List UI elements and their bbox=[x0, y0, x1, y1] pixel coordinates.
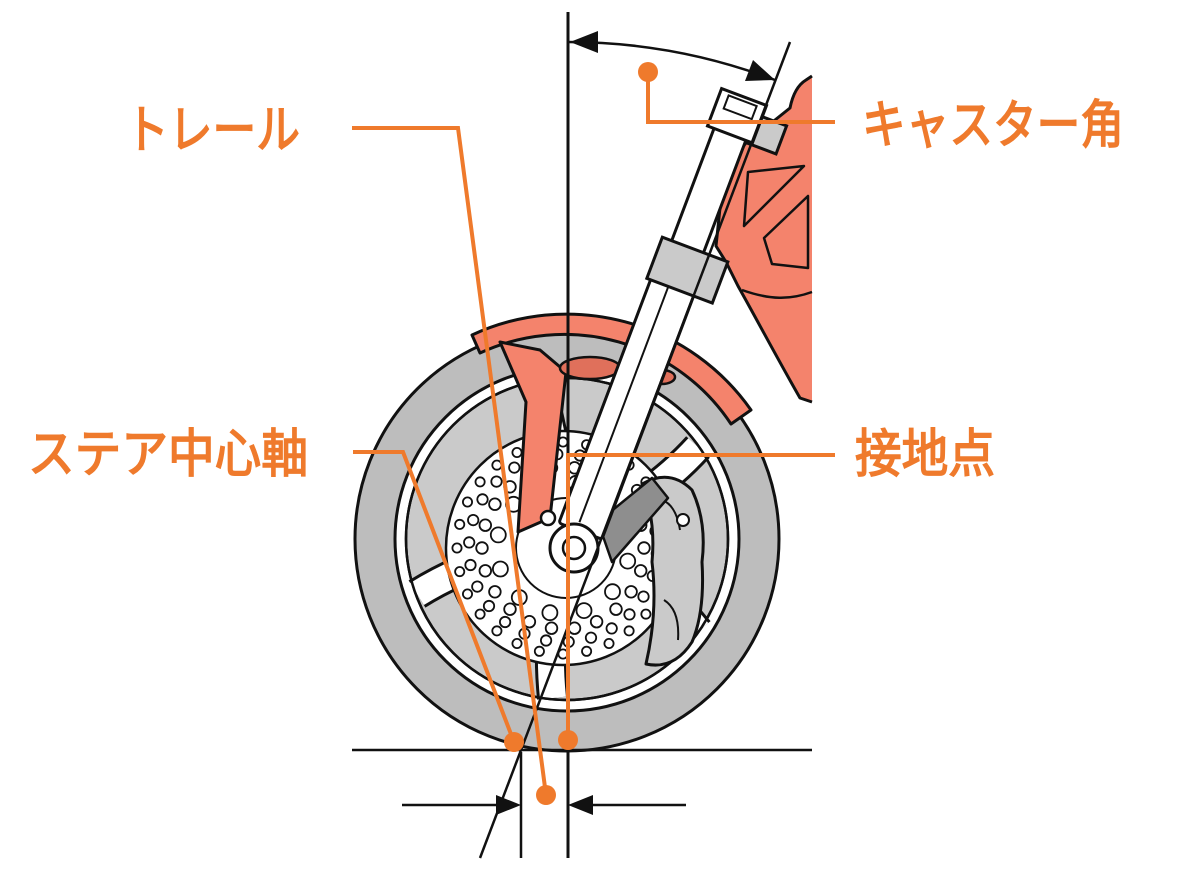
caster-arrow-right bbox=[745, 60, 775, 81]
disc-hole bbox=[604, 583, 621, 601]
fender-arc bbox=[470, 312, 753, 426]
disc-hole bbox=[478, 518, 493, 532]
disc-hole bbox=[508, 461, 521, 474]
caster-angle-label: キャスター角 bbox=[862, 96, 1124, 156]
disc-hole bbox=[623, 625, 635, 637]
disc-hole bbox=[584, 631, 598, 644]
body-outline bbox=[714, 74, 813, 404]
disc-hole bbox=[474, 476, 486, 488]
disc-hole bbox=[464, 558, 477, 572]
dimension-arrow-left bbox=[496, 795, 521, 815]
disc-hole bbox=[498, 615, 512, 629]
fork-clamp-lower bbox=[644, 235, 730, 305]
steering-axis-line bbox=[478, 41, 792, 859]
disc-hole bbox=[489, 526, 507, 544]
disc-hole bbox=[461, 588, 473, 600]
steering-axis-label: ステア中心軸 bbox=[28, 425, 308, 485]
disc-hole bbox=[624, 585, 638, 599]
wheel-hub bbox=[539, 509, 600, 574]
disc-hole bbox=[474, 608, 486, 620]
disc-hole bbox=[575, 602, 593, 619]
disc-hole bbox=[488, 497, 502, 511]
brake-caliper bbox=[596, 475, 705, 667]
disc-hole bbox=[623, 608, 636, 621]
disc-hole bbox=[503, 602, 517, 616]
steering-axis-dot bbox=[504, 732, 524, 752]
disc-hole bbox=[640, 608, 652, 620]
fork-cap-nut bbox=[722, 94, 758, 121]
disc-hole bbox=[511, 446, 523, 458]
disc-hole bbox=[541, 604, 559, 622]
disc-hole bbox=[619, 552, 637, 570]
trail-point-dot bbox=[536, 785, 556, 805]
disc-hole bbox=[461, 496, 473, 508]
disc-hole bbox=[533, 645, 545, 657]
disc-hole bbox=[637, 590, 650, 603]
disc-hole bbox=[471, 580, 484, 593]
caster-angle-arc bbox=[567, 31, 776, 82]
steering-axis-leader bbox=[353, 450, 516, 743]
disc-hole bbox=[581, 645, 593, 657]
disc-hole bbox=[454, 566, 466, 578]
disc-hole bbox=[451, 542, 463, 554]
disc-hole bbox=[609, 602, 623, 616]
disc-hole bbox=[490, 475, 503, 488]
fender-bolt bbox=[539, 509, 557, 527]
disc-hole bbox=[482, 599, 496, 613]
disc-hole bbox=[454, 518, 466, 530]
disc-hole bbox=[544, 621, 559, 635]
disc-hole bbox=[475, 541, 489, 555]
disc-hole bbox=[463, 536, 476, 549]
disc-hole bbox=[567, 621, 582, 635]
disc-hole bbox=[476, 493, 489, 506]
disc-hole bbox=[589, 615, 604, 629]
caster-arrow-left bbox=[570, 31, 598, 53]
labels: トレール キャスター角 ステア中心軸 接地点 bbox=[28, 96, 1124, 485]
caster-angle-dot bbox=[638, 62, 658, 82]
disc-hole bbox=[637, 541, 651, 555]
contact-point-label: 接地点 bbox=[855, 425, 995, 485]
disc-hole bbox=[467, 513, 480, 527]
contact-point-dot bbox=[558, 730, 578, 750]
caliper-bolt bbox=[676, 513, 690, 527]
body-contour bbox=[741, 288, 813, 300]
disc-hole bbox=[488, 585, 502, 599]
disc-hole bbox=[603, 638, 615, 650]
trail-dimension bbox=[402, 795, 686, 815]
disc-hole bbox=[478, 564, 493, 578]
radiator-panel bbox=[762, 194, 810, 270]
caliper-mount bbox=[596, 476, 670, 564]
trail-leader bbox=[352, 126, 548, 796]
disc-hole bbox=[634, 564, 648, 578]
caster-angle-leader bbox=[646, 72, 835, 124]
disc-hole bbox=[605, 622, 618, 635]
dimension-arrow-right bbox=[568, 795, 593, 815]
disc-hole bbox=[539, 634, 553, 647]
trail-label: トレール bbox=[125, 101, 300, 161]
fork-slider-line bbox=[578, 279, 672, 523]
disc-hole bbox=[491, 625, 503, 637]
contact-point-leader bbox=[566, 453, 835, 740]
callouts bbox=[352, 62, 835, 805]
radiator-shroud bbox=[742, 164, 806, 228]
disc-hole bbox=[491, 560, 509, 578]
disc-hole bbox=[511, 638, 523, 650]
